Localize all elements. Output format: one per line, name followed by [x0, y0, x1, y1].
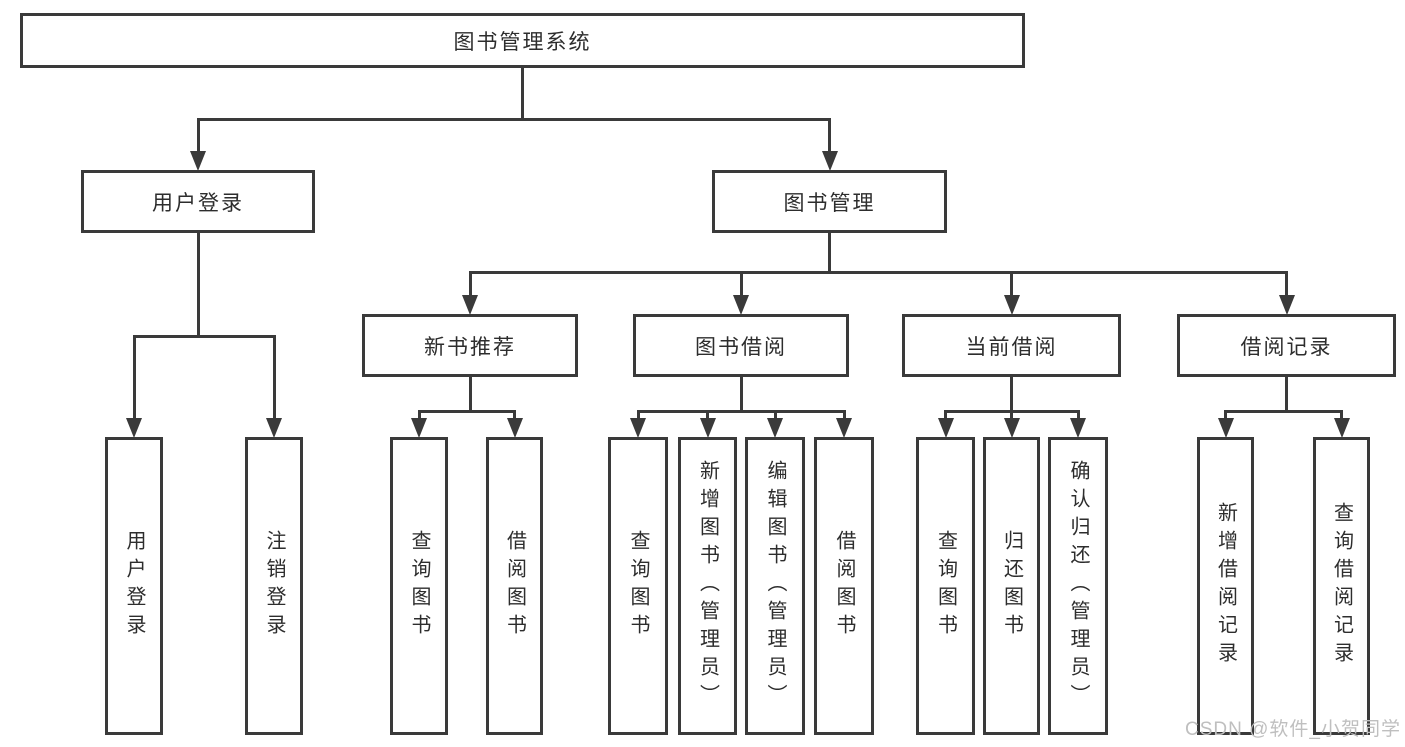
arrow-down-icon — [126, 418, 142, 438]
node-leaf-return-book: 归还图书 — [983, 437, 1040, 735]
node-label: 查询借阅记录 — [1330, 502, 1353, 670]
node-label: 图书管理系统 — [453, 30, 592, 54]
node-leaf-query-book: 查询图书 — [390, 437, 448, 735]
arrow-down-icon — [1333, 418, 1350, 438]
node-leaf-borrow-book: 借阅图书 — [814, 437, 874, 735]
node-label: 查询图书 — [627, 530, 649, 642]
node-label: 当前借阅 — [965, 335, 1058, 359]
node-label: 借阅图书 — [833, 530, 855, 642]
arrow-down-icon — [821, 151, 838, 171]
connector-line — [944, 410, 947, 421]
node-label: 图书借阅 — [695, 335, 787, 359]
connector-line — [1224, 410, 1227, 421]
connector-line — [1010, 410, 1013, 421]
node-label: 借阅记录 — [1240, 335, 1333, 359]
node-book-management: 图书管理 — [712, 170, 947, 233]
connector-line — [1010, 377, 1013, 413]
connector-line — [842, 410, 846, 421]
connector-line — [828, 233, 831, 274]
connector-line — [132, 335, 136, 421]
connector-line — [773, 410, 777, 421]
node-label: 用户登录 — [123, 530, 145, 642]
node-user-login: 用户登录 — [81, 170, 315, 233]
node-leaf-confirm-return-admin: 确认归还（管理员） — [1048, 437, 1108, 735]
connector-line — [828, 118, 831, 154]
connector-line — [272, 335, 276, 421]
node-leaf-query-book: 查询图书 — [916, 437, 975, 735]
csdn-watermark: CSDN @软件_小贺同学 — [1185, 719, 1401, 740]
connector-line — [468, 377, 472, 413]
arrow-down-icon — [411, 418, 427, 438]
arrow-down-icon — [630, 418, 646, 438]
node-label: 查询图书 — [408, 530, 430, 642]
connector-line — [1224, 410, 1343, 413]
connector-line — [1076, 410, 1080, 421]
node-label: 注销登录 — [263, 530, 285, 642]
node-book-borrowing: 图书借阅 — [633, 314, 849, 377]
arrow-down-icon — [1278, 295, 1295, 315]
arrow-down-icon — [266, 418, 282, 438]
node-label: 新书推荐 — [424, 335, 516, 359]
arrow-down-icon — [767, 418, 783, 438]
node-label: 图书管理 — [783, 191, 876, 215]
node-borrowing-records: 借阅记录 — [1177, 314, 1396, 377]
connector-line — [739, 377, 743, 413]
connector-line — [636, 410, 640, 421]
arrow-down-icon — [1003, 418, 1020, 438]
node-library-management-system: 图书管理系统 — [20, 13, 1025, 68]
arrow-down-icon — [1070, 418, 1086, 438]
arrow-down-icon — [1003, 295, 1020, 315]
node-leaf-borrow-book: 借阅图书 — [486, 437, 543, 735]
connector-line — [417, 410, 516, 413]
node-leaf-edit-book-admin: 编辑图书（管理员） — [745, 437, 805, 735]
connector-line — [196, 118, 200, 154]
node-leaf-add-book-admin: 新增图书（管理员） — [678, 437, 737, 735]
node-label: 新增借阅记录 — [1214, 502, 1237, 670]
connector-line — [521, 68, 524, 121]
arrow-down-icon — [937, 418, 954, 438]
node-label: 确认归还（管理员） — [1067, 460, 1089, 712]
connector-line — [468, 271, 472, 298]
arrow-down-icon — [699, 418, 716, 438]
node-label: 用户登录 — [152, 191, 244, 215]
arrow-down-icon — [190, 151, 206, 171]
arrow-down-icon — [506, 418, 523, 438]
node-leaf-add-borrow-record: 新增借阅记录 — [1197, 437, 1254, 735]
connector-line — [739, 271, 743, 298]
arrow-down-icon — [836, 418, 852, 438]
node-leaf-query-borrow-record: 查询借阅记录 — [1313, 437, 1370, 735]
connector-line — [468, 271, 1288, 274]
connector-line — [196, 233, 200, 338]
node-label: 归还图书 — [1000, 530, 1023, 642]
connector-line — [1010, 271, 1013, 298]
node-new-book-recommend: 新书推荐 — [362, 314, 578, 377]
connector-line — [1340, 410, 1343, 421]
arrow-down-icon — [1217, 418, 1234, 438]
node-leaf-logout: 注销登录 — [245, 437, 303, 735]
connector-line — [132, 335, 276, 338]
node-label: 查询图书 — [934, 530, 957, 642]
connector-line — [706, 410, 709, 421]
connector-line — [513, 410, 516, 421]
node-label: 编辑图书（管理员） — [764, 460, 786, 712]
node-current-borrowing: 当前借阅 — [902, 314, 1121, 377]
arrow-down-icon — [733, 295, 749, 315]
node-label: 新增图书（管理员） — [696, 460, 719, 712]
node-label: 借阅图书 — [503, 530, 526, 642]
node-leaf-query-book: 查询图书 — [608, 437, 668, 735]
connector-line — [417, 410, 421, 421]
connector-line — [196, 118, 831, 121]
connector-line — [1285, 271, 1288, 298]
arrow-down-icon — [462, 295, 478, 315]
node-leaf-user-login: 用户登录 — [105, 437, 163, 735]
connector-line — [1285, 377, 1288, 413]
connector-line — [636, 410, 846, 413]
